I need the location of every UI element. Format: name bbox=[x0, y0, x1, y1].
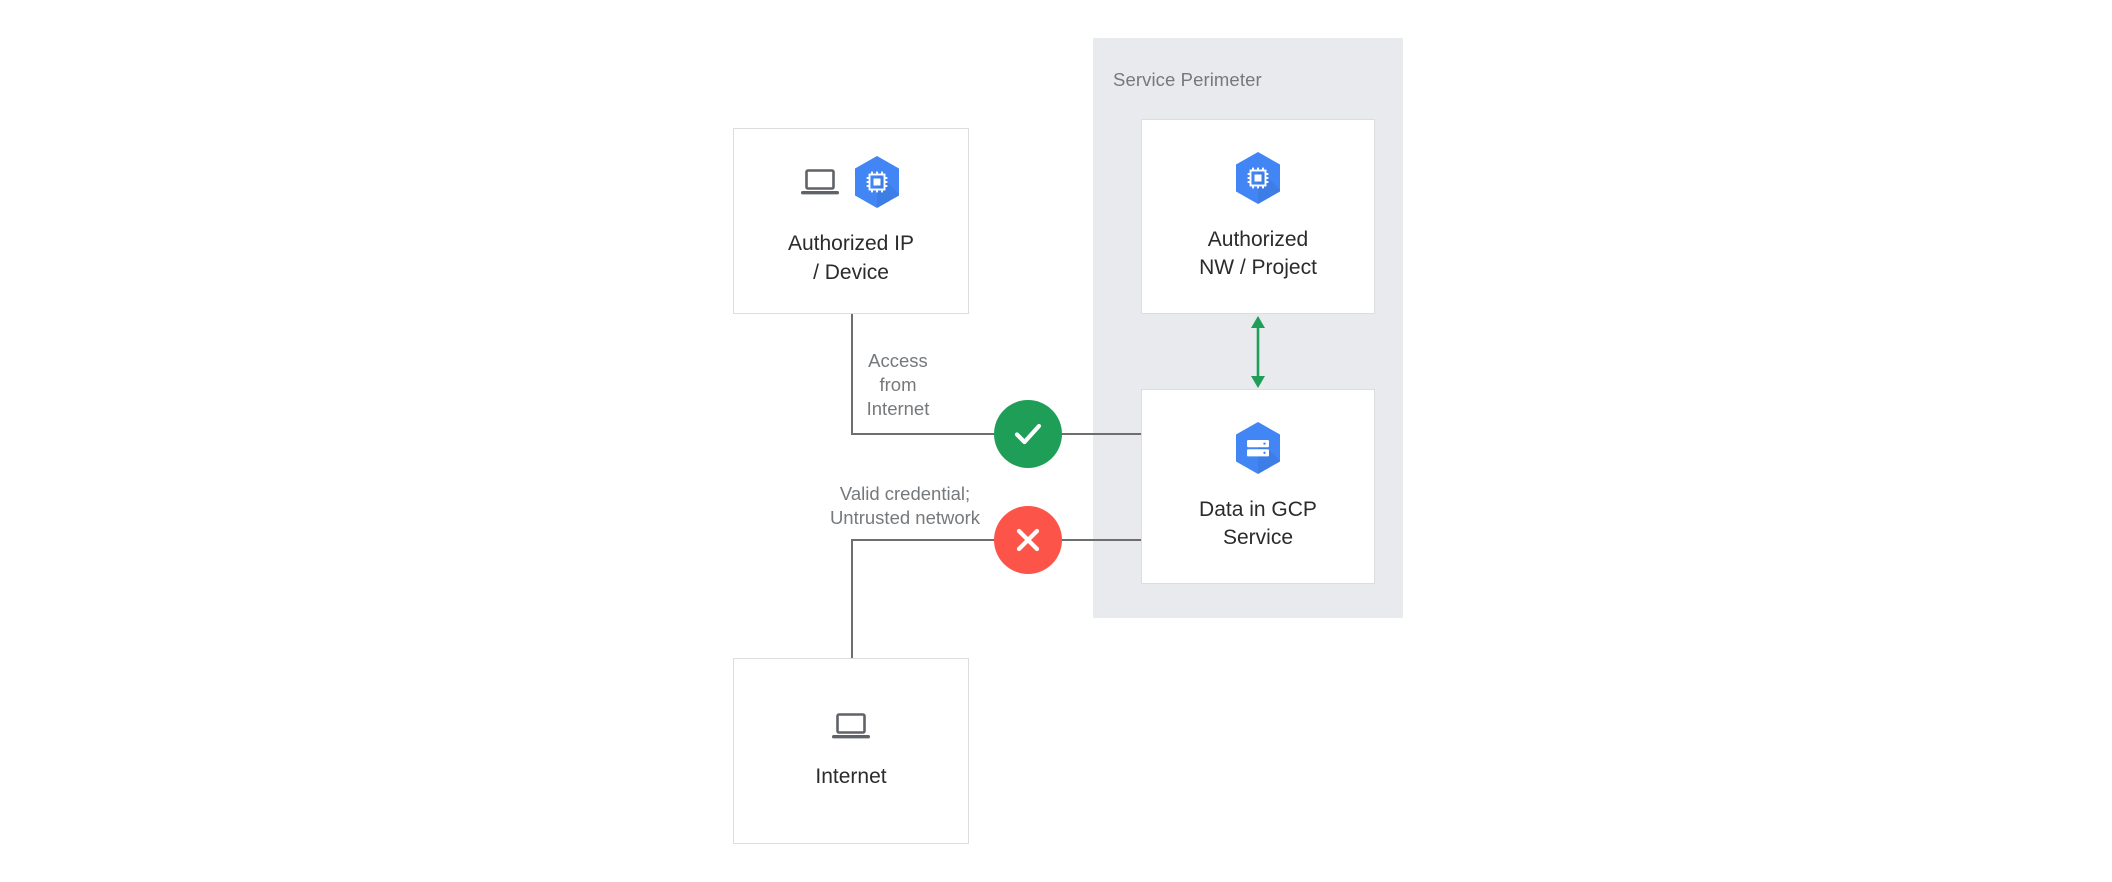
status-badge-denied[interactable] bbox=[994, 506, 1062, 574]
node-label-authorized-network: Authorized NW / Project bbox=[1199, 227, 1317, 280]
edge-label-allowed-path: Access from Internet bbox=[866, 350, 930, 419]
node-icon-group bbox=[1233, 151, 1283, 205]
node-icon-group bbox=[800, 155, 902, 209]
service-perimeter-label: Service Perimeter bbox=[1113, 69, 1262, 90]
edge-line-device-down bbox=[851, 314, 853, 434]
node-label-authorized-device: Authorized IP / Device bbox=[787, 232, 915, 284]
edge-label-denied-path: Valid credential; Untrusted network bbox=[829, 483, 981, 528]
close-icon bbox=[1016, 528, 1040, 552]
node-label-data-in-gcp-service: Data in GCP Service bbox=[1199, 497, 1317, 550]
edge-line-internet-up bbox=[851, 539, 853, 659]
edge-line-deny-to-data bbox=[1028, 539, 1141, 541]
laptop-icon bbox=[832, 713, 870, 739]
node-internet[interactable]: Internet bbox=[733, 658, 969, 844]
compute-engine-icon bbox=[855, 156, 899, 208]
internal-bidirectional-arrow bbox=[1251, 316, 1265, 388]
edge-line-internet-to-deny bbox=[851, 539, 1028, 541]
edge-line-allow-to-data bbox=[1028, 433, 1141, 435]
node-label-internet: Internet bbox=[815, 765, 887, 789]
node-data-in-gcp-service[interactable]: Data in GCP Service bbox=[1141, 389, 1375, 584]
laptop-icon bbox=[801, 169, 839, 195]
node-icon-group bbox=[831, 710, 871, 742]
cloud-storage-icon bbox=[1236, 421, 1280, 474]
check-icon bbox=[1014, 423, 1042, 445]
node-icon-group bbox=[1233, 421, 1283, 475]
node-authorized-device[interactable]: Authorized IP / Device bbox=[733, 128, 969, 314]
node-authorized-network[interactable]: Authorized NW / Project bbox=[1141, 119, 1375, 314]
compute-engine-icon bbox=[1236, 151, 1280, 204]
status-badge-allowed[interactable] bbox=[994, 400, 1062, 468]
edge-line-device-to-allow bbox=[851, 433, 1028, 435]
